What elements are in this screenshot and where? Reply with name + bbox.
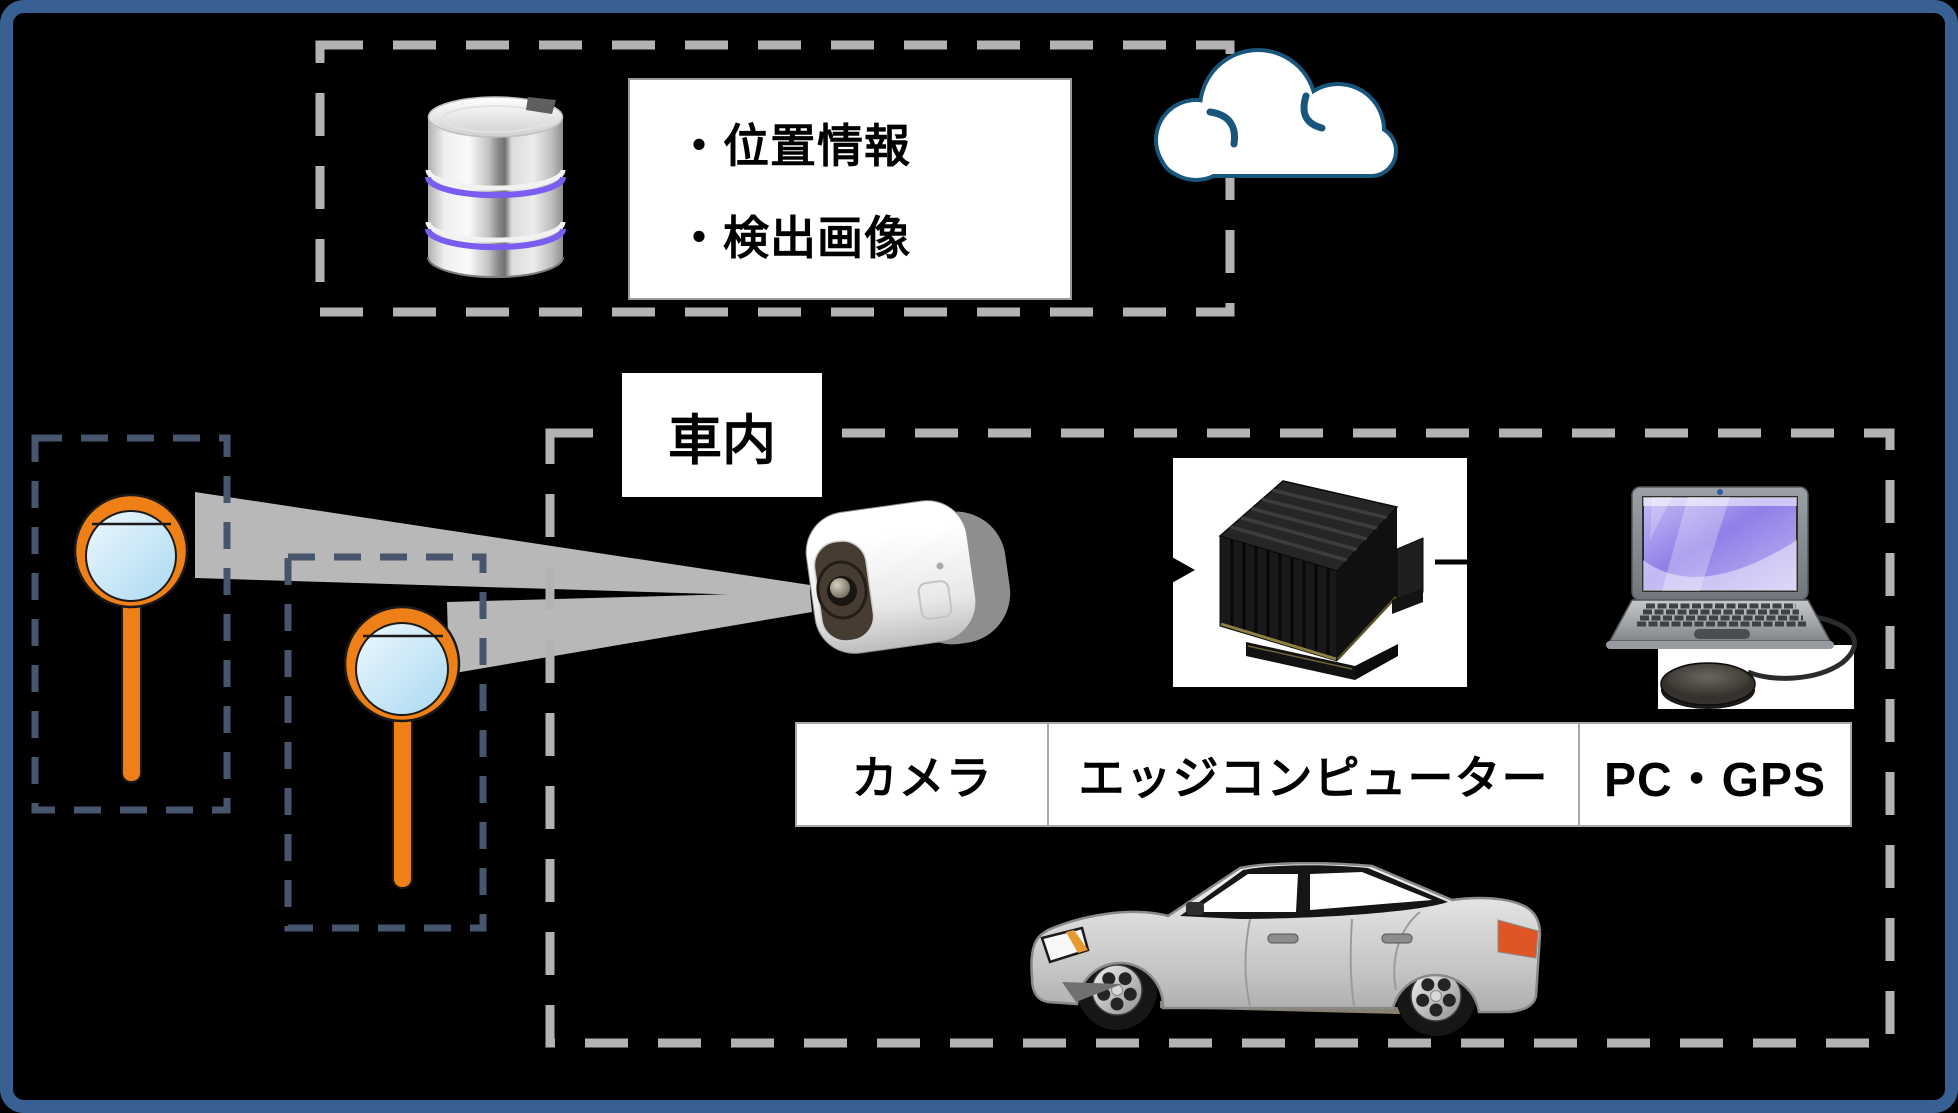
gps-puck-icon <box>1660 662 1756 709</box>
cloud-data-item-image: ・検出画像 <box>676 212 911 264</box>
cloud-data-box: ・位置情報 ・検出画像 <box>628 78 1072 300</box>
vehicle-section-label: 車内 <box>622 373 822 497</box>
car-icon <box>1030 861 1542 1036</box>
door-handle-rear <box>1381 933 1413 944</box>
road-mirror-icon-2 <box>343 605 461 889</box>
device-label-camera: カメラ <box>795 722 1049 827</box>
taillight <box>1497 919 1539 959</box>
camera-icon <box>805 500 1011 654</box>
vehicle-boundary <box>545 428 1895 1048</box>
device-label-pc-gps: PC・GPS <box>1580 722 1852 827</box>
view-beam-1 <box>195 492 810 597</box>
cloud-boundary <box>315 40 1235 317</box>
usb-cable <box>1747 613 1857 681</box>
webcam-dot <box>1717 489 1723 495</box>
mirror-boundary-1 <box>31 434 231 814</box>
device-label-row: カメラ エッジコンピューター PC・GPS <box>795 722 1852 827</box>
front-window <box>1192 874 1298 912</box>
cloud-icon <box>1154 48 1398 182</box>
laptop-icon <box>1606 486 1857 709</box>
bumper-vent <box>1062 982 1122 1002</box>
cloud-data-item-location: ・位置情報 <box>676 120 911 172</box>
side-mirror <box>1186 902 1204 915</box>
edge-computer-icon <box>1218 480 1424 680</box>
rear-window <box>1310 872 1432 910</box>
view-beam-2 <box>447 592 812 674</box>
road-mirror-icon-1 <box>73 493 189 783</box>
door-handle-front <box>1267 933 1299 944</box>
device-label-edge-computer: エッジコンピューター <box>1049 722 1580 827</box>
database-icon <box>425 96 566 279</box>
arrow-camera-to-edge <box>1045 556 1195 584</box>
mirror-boundary-2 <box>284 553 487 932</box>
